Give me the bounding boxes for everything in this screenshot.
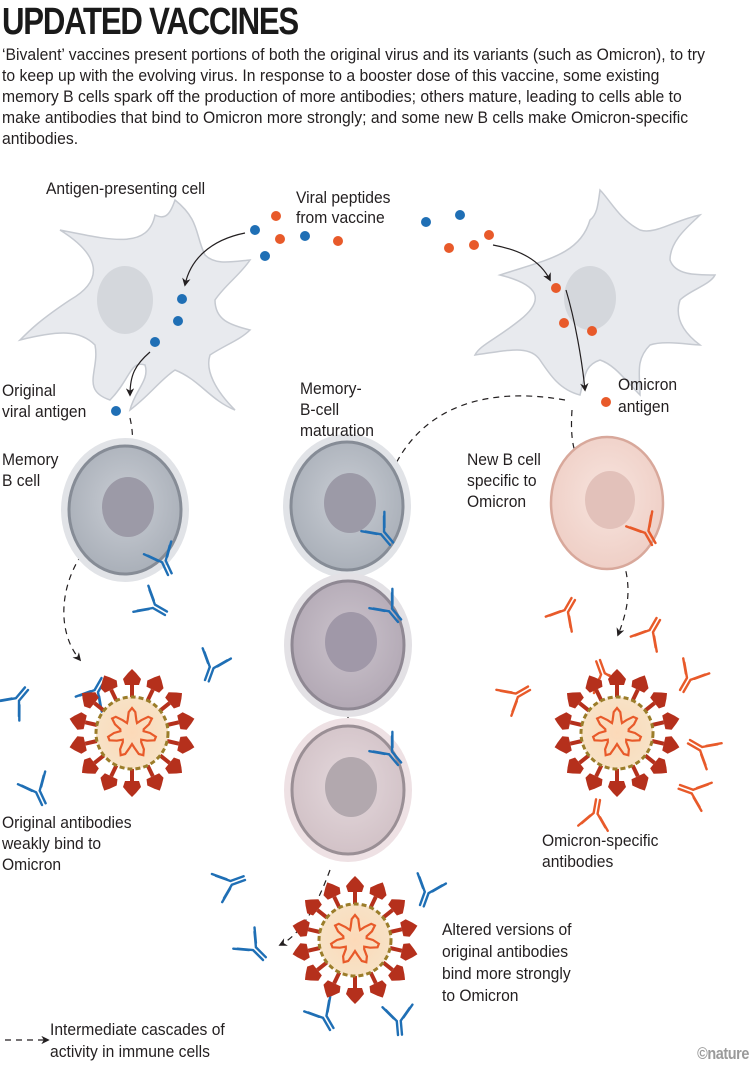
maturing-b-cell-1 xyxy=(283,434,411,578)
spike-protein xyxy=(163,730,199,759)
label-omicron-ab-1: Omicron-specific xyxy=(542,831,659,850)
apc-left xyxy=(17,198,252,412)
label-new-b-2: specific to xyxy=(467,471,537,490)
label-orig-ab-1: Original antibodies xyxy=(2,813,132,832)
label-peptides-2: from vaccine xyxy=(296,208,385,227)
label-new-b-3: Omicron xyxy=(467,492,527,511)
label-omicron-ab-2: antibodies xyxy=(542,852,614,871)
viral-rna xyxy=(106,706,158,757)
label-omicron-antigen-1: Omicron xyxy=(618,375,678,394)
spike-protein xyxy=(550,707,586,736)
viral-peptides xyxy=(111,210,611,416)
spike-protein xyxy=(65,730,101,759)
spike-protein xyxy=(344,974,366,1006)
spike-protein xyxy=(386,914,422,943)
label-altered-2: original antibodies xyxy=(442,942,569,961)
spike-protein xyxy=(65,707,101,736)
virus-right xyxy=(550,667,684,799)
virus-envelope xyxy=(317,902,393,978)
label-memory-b-1: Memory xyxy=(2,450,59,469)
virus-envelope xyxy=(579,695,655,771)
maturing-b-cell-2 xyxy=(284,573,412,717)
spike-protein xyxy=(648,707,684,736)
spike-protein xyxy=(648,730,684,759)
label-altered-4: to Omicron xyxy=(442,986,519,1005)
label-altered-1: Altered versions of xyxy=(442,920,572,939)
figure-title: UPDATED VACCINES xyxy=(2,1,299,43)
legend-label-2: activity in immune cells xyxy=(50,1042,210,1061)
new-omicron-b-cell xyxy=(549,435,665,571)
spike-protein xyxy=(288,937,324,966)
spike-protein xyxy=(606,667,628,699)
spike-protein xyxy=(288,914,324,943)
label-maturation-1: Memory- xyxy=(300,379,362,398)
viral-rna xyxy=(591,706,643,757)
label-original-antigen-1: Original xyxy=(2,381,56,400)
spike-protein xyxy=(121,667,143,699)
label-new-b-1: New B cell xyxy=(467,450,541,469)
viral-rna xyxy=(329,913,381,964)
apc-right xyxy=(473,188,717,397)
label-apc: Antigen-presenting cell xyxy=(46,179,206,198)
spike-protein xyxy=(550,730,586,759)
label-maturation-2: B-cell xyxy=(300,400,340,419)
label-orig-ab-3: Omicron xyxy=(2,855,62,874)
label-memory-b-2: B cell xyxy=(2,471,41,490)
label-peptides-1: Viral peptides xyxy=(296,188,391,207)
nature-credit: ©nature xyxy=(697,1044,749,1063)
legend-label-1: Intermediate cascades of xyxy=(50,1020,225,1039)
label-maturation-3: maturation xyxy=(300,421,374,440)
spike-protein xyxy=(121,767,143,799)
virus-left xyxy=(65,667,199,799)
memory-b-cell xyxy=(61,438,189,582)
label-altered-3: bind more strongly xyxy=(442,964,571,983)
label-original-antigen-2: viral antigen xyxy=(2,402,87,421)
spike-protein xyxy=(386,937,422,966)
spike-protein xyxy=(344,874,366,906)
label-omicron-antigen-2: antigen xyxy=(618,397,670,416)
spike-protein xyxy=(163,707,199,736)
spike-protein xyxy=(606,767,628,799)
intro-paragraph: ‘Bivalent’ vaccines present portions of … xyxy=(2,45,705,148)
virus-envelope xyxy=(94,695,170,771)
virus-center xyxy=(288,874,422,1006)
label-orig-ab-2: weakly bind to xyxy=(2,834,102,853)
